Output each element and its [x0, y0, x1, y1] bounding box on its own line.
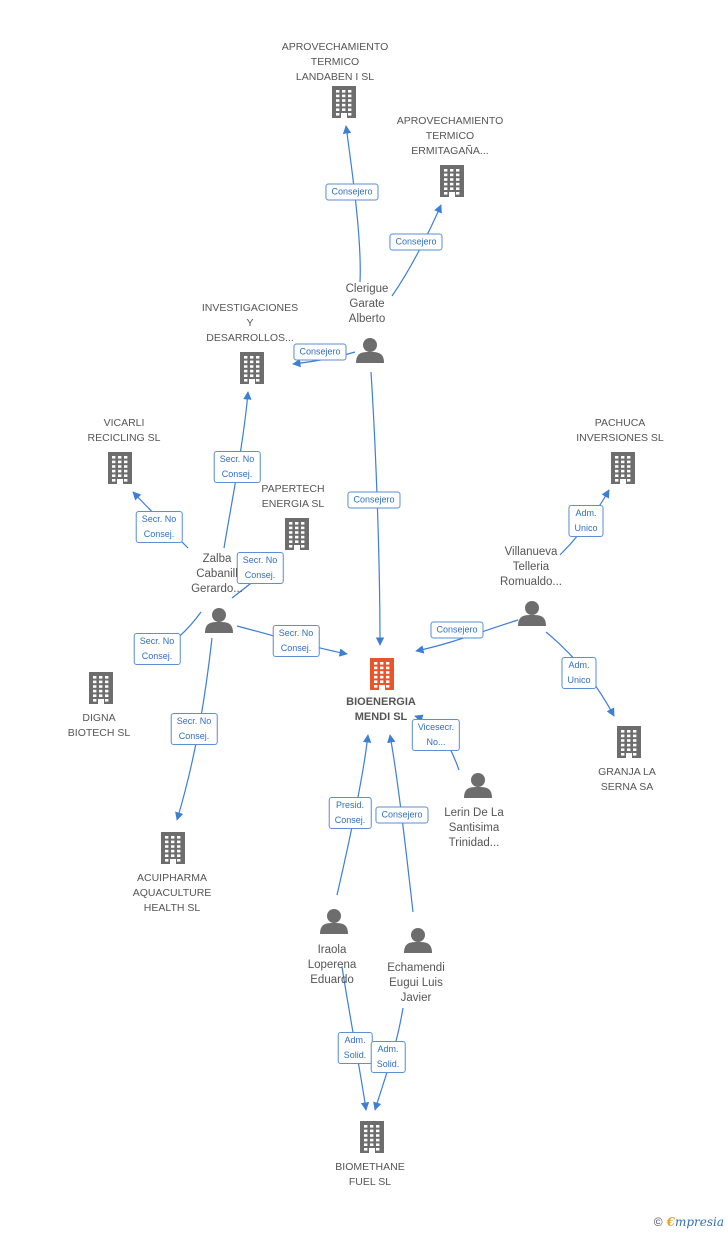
building-icon[interactable]	[161, 832, 185, 864]
building-icon[interactable]	[89, 672, 113, 704]
person-name[interactable]: Lerin De La Santisima Trinidad...	[444, 807, 504, 849]
edge-role-label[interactable]: Adm. Solid.	[370, 1041, 406, 1073]
building-icon[interactable]	[332, 86, 356, 118]
person-name[interactable]: Clerigue Garate Alberto	[345, 283, 389, 325]
company-name[interactable]: INVESTIGACIONES Y DESARROLLOS...	[201, 302, 299, 344]
person-name[interactable]: Villanueva Telleria Romualdo...	[499, 546, 563, 588]
edge-role-label[interactable]: Vicesecr. No...	[411, 719, 461, 751]
building-icon[interactable]	[611, 452, 635, 484]
building-icon[interactable]	[285, 518, 309, 550]
edge-role-label[interactable]: Secr. No Consej.	[272, 625, 320, 657]
building-icon[interactable]	[370, 658, 394, 690]
company-name[interactable]: PAPERTECH ENERGIA SL	[261, 483, 325, 510]
edge-role-label[interactable]: Secr. No Consej.	[135, 511, 183, 543]
building-icon[interactable]	[360, 1121, 384, 1153]
edge-p_clerigue-c_bioenergia	[370, 371, 385, 646]
edge-role-label[interactable]: Secr. No Consej.	[236, 552, 284, 584]
edge-role-label[interactable]: Adm. Solid.	[337, 1032, 373, 1064]
company-name[interactable]: BIOMETHANE FUEL SL	[335, 1161, 405, 1188]
copyright-symbol: ©	[653, 1215, 663, 1229]
company-name[interactable]: BIOENERGIA MENDI SL	[346, 696, 416, 723]
company-name[interactable]: GRANJA LA SERNA SA	[598, 766, 656, 793]
edge-role-label[interactable]: Secr. No Consej.	[133, 633, 181, 665]
person-icon[interactable]	[320, 909, 348, 934]
person-icon[interactable]	[356, 338, 384, 363]
building-icon[interactable]	[240, 352, 264, 384]
company-name[interactable]: ACUIPHARMA AQUACULTURE HEALTH SL	[132, 872, 212, 914]
company-name[interactable]: PACHUCA INVERSIONES SL	[576, 417, 664, 444]
person-icon[interactable]	[518, 601, 546, 626]
edge-role-label[interactable]: Consejero	[430, 621, 484, 639]
person-name[interactable]: Echamendi Eugui Luis Javier	[387, 962, 445, 1004]
edge-role-label[interactable]: Adm. Unico	[568, 505, 604, 537]
edge-p_clerigue-c_landaben	[342, 125, 361, 283]
edge-p_echamendi-c_bioenergia	[387, 734, 414, 913]
edge-role-label[interactable]: Consejero	[347, 491, 401, 509]
edge-role-label[interactable]: Consejero	[325, 183, 379, 201]
company-name[interactable]: APROVECHAMIENTO TERMICO LANDABEN I SL	[281, 41, 389, 83]
person-icon[interactable]	[205, 608, 233, 633]
edge-role-label[interactable]: Consejero	[293, 343, 347, 361]
company-name[interactable]: DIGNA BIOTECH SL	[67, 712, 131, 739]
building-icon[interactable]	[617, 726, 641, 758]
building-icon[interactable]	[440, 165, 464, 197]
brand-logo[interactable]: €mpresia	[666, 1215, 724, 1229]
edge-role-label[interactable]: Consejero	[375, 806, 429, 824]
footer: © €mpresia	[654, 1215, 724, 1229]
person-name[interactable]: Zalba Cabanill Gerardo...	[191, 553, 243, 595]
edge-role-label[interactable]: Presid. Consej.	[328, 797, 372, 829]
person-icon[interactable]	[404, 928, 432, 953]
person-icon[interactable]	[464, 773, 492, 798]
edge-role-label[interactable]: Adm. Unico	[561, 657, 597, 689]
edge-role-label[interactable]: Secr. No Consej.	[213, 451, 261, 483]
company-name[interactable]: APROVECHAMIENTO TERMICO ERMITAGAÑA...	[396, 115, 504, 157]
building-icon[interactable]	[108, 452, 132, 484]
company-name[interactable]: VICARLI RECICLING SL	[87, 417, 161, 444]
edge-p_clerigue-c_ermitagana	[391, 204, 442, 297]
edge-role-label[interactable]: Secr. No Consej.	[170, 713, 218, 745]
person-name[interactable]: Iraola Loperena Eduardo	[307, 944, 357, 986]
edge-role-label[interactable]: Consejero	[389, 233, 443, 251]
